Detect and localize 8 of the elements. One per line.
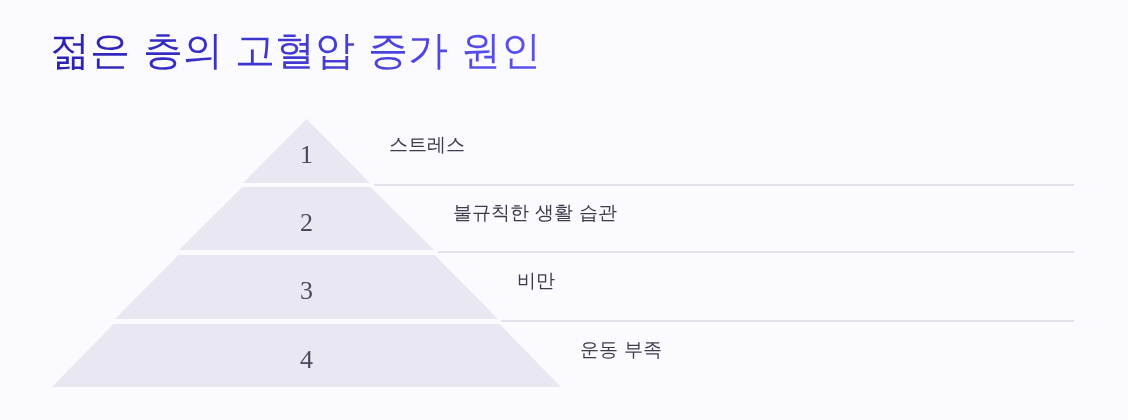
layer-number: 2 — [300, 207, 313, 238]
layer-number: 3 — [300, 276, 313, 306]
layer-number: 1 — [300, 140, 313, 170]
layer-label: 불규칙한 생활 습관 — [453, 199, 618, 224]
layer-label: 운동 부족 — [580, 336, 663, 361]
layer-number: 4 — [300, 344, 313, 375]
layer-label: 스트레스 — [389, 132, 465, 156]
layer-label: 비만 — [517, 268, 555, 292]
